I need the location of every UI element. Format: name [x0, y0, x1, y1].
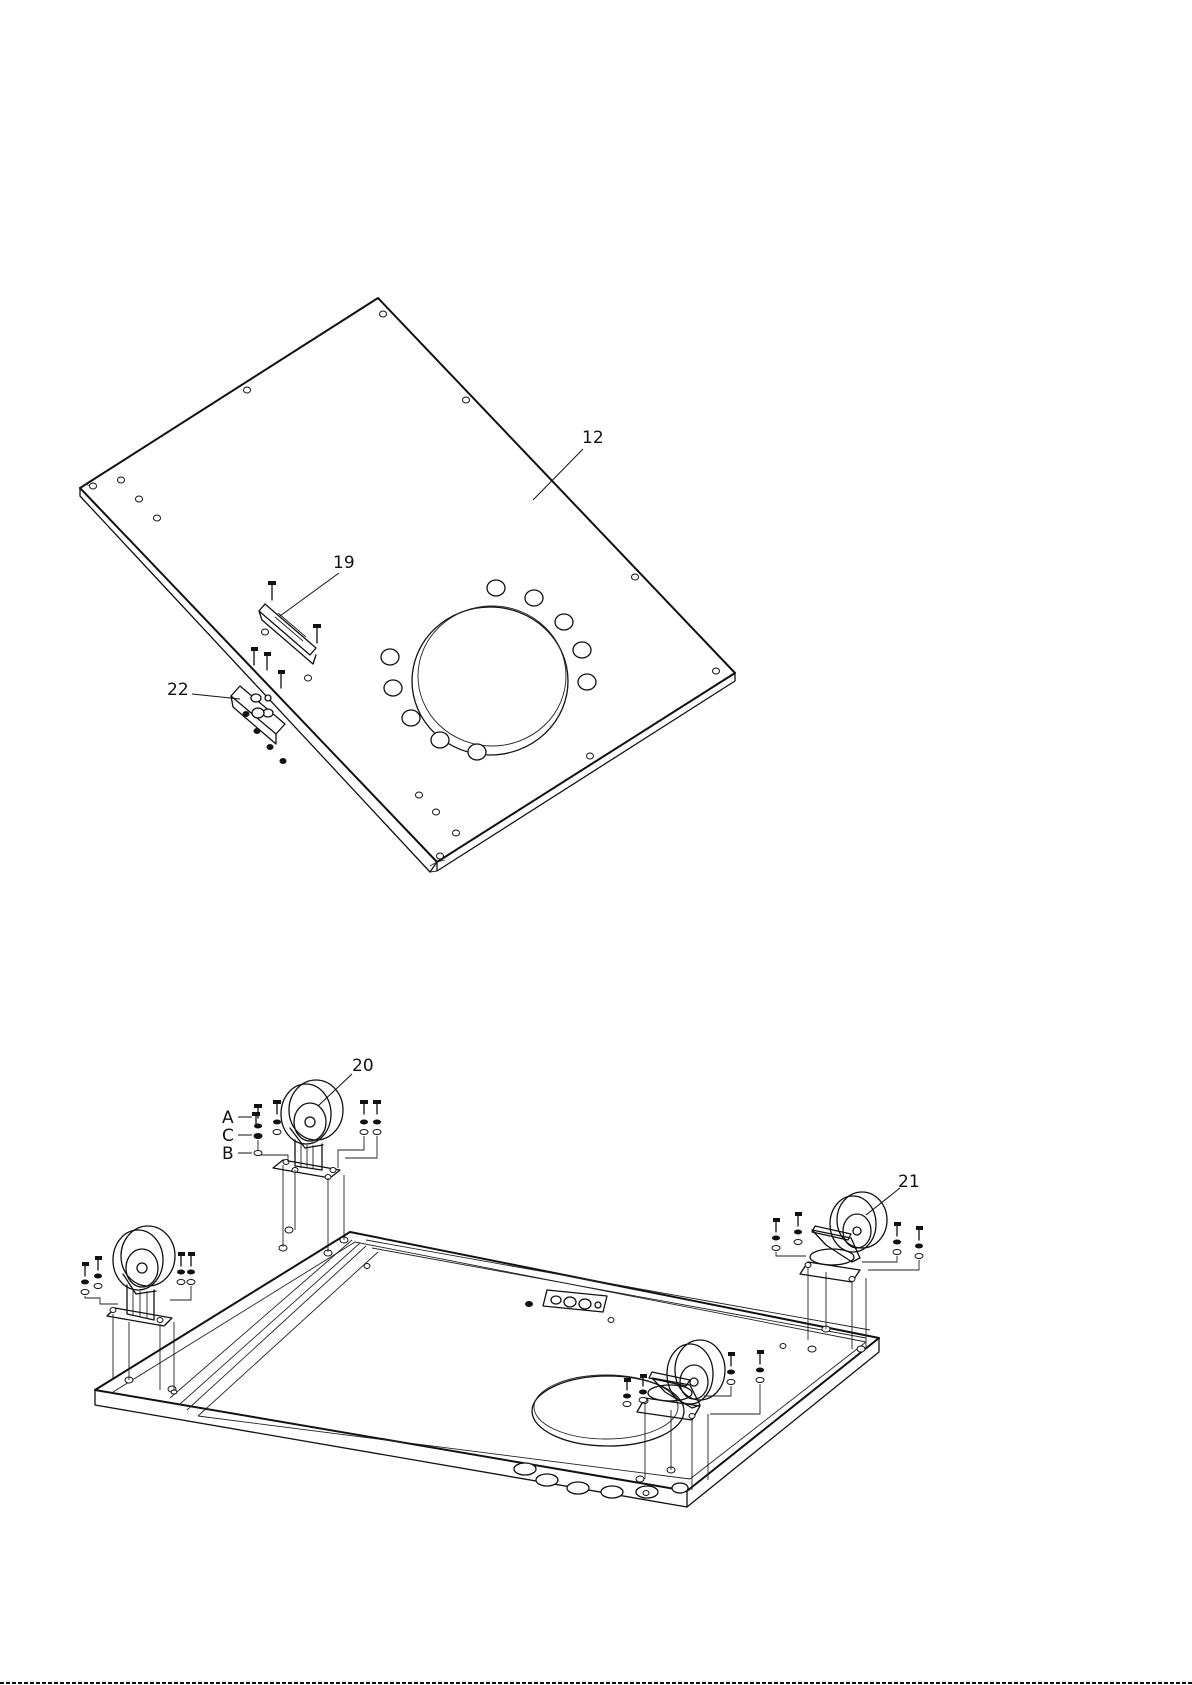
legend-letter: C [222, 1126, 234, 1146]
screw-icon [727, 1352, 735, 1385]
screw-icon [373, 1100, 381, 1135]
caster-front-left [81, 1226, 195, 1390]
screw-icon [254, 1104, 262, 1139]
callout-label: 22 [167, 680, 189, 700]
screw-icon [893, 1222, 901, 1255]
callout-label: 19 [333, 553, 355, 573]
callout-label: 12 [582, 428, 604, 448]
callout-12: 12 [533, 428, 604, 500]
screw-icon [273, 1100, 281, 1135]
screw-icon [278, 670, 285, 688]
screw-icon [94, 1256, 102, 1289]
screw-icon [81, 1262, 89, 1295]
screw-icon [360, 1100, 368, 1135]
bracket-19 [259, 581, 321, 681]
screw-icon [177, 1252, 185, 1285]
block-22 [231, 647, 287, 764]
screw-icon [313, 624, 321, 643]
caster-20 [254, 1080, 381, 1252]
screw-icon [264, 652, 271, 670]
screw-icon [772, 1218, 780, 1251]
legend-letter: B [222, 1144, 234, 1164]
callout-label: 20 [352, 1056, 374, 1076]
callout-22: 22 [167, 680, 240, 700]
base-plate [80, 298, 735, 872]
lock-washer-icon [254, 1134, 262, 1139]
hardware-legend: A C B [222, 1108, 262, 1164]
screw-icon [756, 1350, 764, 1383]
callout-21: 21 [866, 1172, 920, 1215]
screw-icon [187, 1252, 195, 1285]
bolt-icon [252, 1112, 260, 1124]
callout-19: 19 [280, 553, 355, 616]
flat-washer-icon [254, 1151, 262, 1156]
frame [95, 1227, 879, 1507]
screw-icon [251, 647, 258, 665]
legend-letter: A [222, 1108, 234, 1128]
callout-label: 21 [898, 1172, 920, 1192]
callout-20: 20 [318, 1056, 374, 1106]
frame-hole-row [514, 1463, 688, 1498]
screw-icon [915, 1226, 923, 1259]
screw-icon [268, 581, 276, 600]
plate-mounting-holes [90, 311, 720, 859]
screw-icon [794, 1212, 802, 1245]
frame-mounting-holes [125, 1227, 865, 1496]
